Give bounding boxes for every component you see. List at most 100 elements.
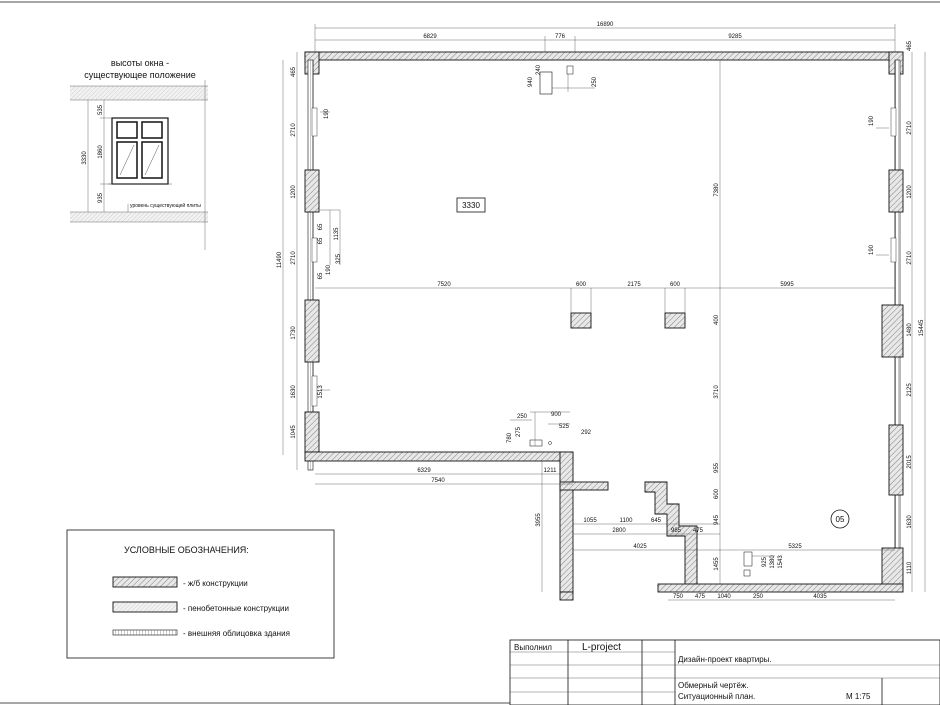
dim-left-small-5: 190 [326, 264, 332, 275]
dim-bot-4: 250 [753, 594, 764, 600]
dim-right-5: 1480 [907, 323, 913, 337]
slab-level-label: уровень существующей плиты [130, 202, 201, 209]
dim-left-6: 1630 [291, 385, 297, 399]
dim-low-4: 1055 [583, 518, 597, 524]
window-elevation-icon [108, 117, 172, 185]
dim-right-9: 1110 [907, 561, 913, 574]
dim-right-small-1: 190 [869, 115, 875, 126]
dim-top-small-2: 240 [536, 64, 542, 75]
legend-title: УСЛОВНЫЕ ОБОЗНАЧЕНИЯ: [124, 545, 249, 555]
legend-swatch-facade [112, 629, 178, 636]
dim-bot-1: 750 [673, 594, 684, 600]
title-drawing-line2: Ситуационный план. [678, 692, 755, 701]
room-number-label: 05 [836, 515, 845, 524]
window-dim-bottom: 935 [98, 192, 104, 203]
dim-vert-8: 3955 [536, 513, 542, 527]
title-scale: М 1:75 [846, 692, 871, 701]
legend-item-foam: - пенобетонные конструкции [183, 604, 289, 613]
dim-low-2: 1211 [544, 468, 558, 474]
dim-left-3: 1200 [291, 185, 297, 199]
dim-low-8: 985 [671, 528, 682, 534]
room-height-box [456, 197, 486, 213]
dim-low-6: 645 [651, 518, 662, 524]
window-detail: высоты окна - существующее положение 333… [70, 58, 208, 250]
window-dim-top: 535 [98, 104, 104, 115]
title-performed-label: Выполнил [514, 643, 552, 652]
dim-low-12: 925 [762, 556, 768, 567]
dim-left-small-3: 65 [318, 237, 324, 244]
legend: УСЛОВНЫЕ ОБОЗНАЧЕНИЯ: - ж/б конструкции … [66, 529, 335, 659]
dim-low-3: 7540 [431, 478, 445, 484]
legend-swatch-foam [112, 601, 178, 613]
pipe-fixture [529, 439, 543, 447]
dim-fix-6: 275 [516, 426, 522, 437]
dim-right-6: 2125 [907, 383, 913, 397]
dim-bot-2: 475 [695, 594, 706, 600]
room-number-marker [830, 509, 850, 529]
dim-right-1: 465 [907, 40, 913, 51]
window-dim-mid: 1860 [98, 145, 104, 159]
dim-left-small-6: 325 [336, 253, 342, 264]
dim-low-11: 5325 [788, 544, 802, 550]
dim-top-total: 16890 [597, 22, 614, 28]
title-project: Дизайн-проект квартиры. [678, 655, 772, 664]
room-height-label: 3330 [462, 201, 480, 210]
dim-low-5: 1100 [620, 518, 634, 524]
dim-vert-1: 7380 [714, 183, 720, 197]
dim-right-8: 1630 [907, 515, 913, 529]
floor-plan: 16890 6829 776 9285 940 240 250 465 2710… [277, 22, 926, 601]
bottom-fixture [743, 551, 753, 567]
dim-fix-4: 292 [581, 430, 592, 436]
window-dim-total: 3330 [82, 151, 88, 165]
dim-right-2: 2710 [907, 121, 913, 135]
dim-left-7: 1045 [291, 425, 297, 439]
dim-fix-1: 250 [517, 414, 528, 420]
dim-left-small-1: 190 [324, 108, 330, 119]
dim-left-small-8: 1513 [318, 385, 324, 399]
dim-left-small-4: 1135 [334, 227, 340, 241]
title-company: L-project [582, 642, 621, 653]
dim-top-small-1: 940 [528, 76, 534, 87]
title-block: Выполнил L-project Дизайн-проект квартир… [509, 639, 940, 705]
dim-right-3: 1200 [907, 185, 913, 199]
dim-right-4: 2710 [907, 251, 913, 265]
dim-left-total: 11490 [277, 251, 283, 268]
window-detail-title-2: существующее положение [84, 70, 196, 80]
dim-left-small-2: 65 [318, 223, 324, 230]
dim-left-1: 465 [291, 66, 297, 77]
dim-top-left: 6829 [423, 34, 437, 40]
window-detail-title-1: высоты окна - [111, 58, 169, 68]
dim-fix-2: 900 [551, 412, 562, 418]
dim-vert-2: 400 [714, 314, 720, 325]
dim-low-9: 475 [693, 528, 704, 534]
dim-left-5: 1730 [291, 326, 297, 340]
dim-vert-4: 955 [714, 462, 720, 473]
dim-col-4: 600 [670, 282, 681, 288]
legend-item-facade: - внешняя облицовка здания [183, 629, 290, 638]
dim-low-1: 6329 [417, 468, 431, 474]
dim-fix-3: 525 [559, 424, 570, 430]
dim-vert-3: 3710 [714, 385, 720, 399]
dim-vert-5: 600 [714, 488, 720, 499]
dim-right-small-2: 190 [869, 244, 875, 255]
dim-right-7: 2015 [907, 455, 913, 469]
dim-vert-6: 945 [714, 514, 720, 525]
dim-left-2: 2710 [291, 123, 297, 137]
dim-top-mid: 776 [555, 34, 566, 40]
legend-swatch-concrete [112, 576, 178, 588]
column-2 [664, 312, 686, 329]
dim-top-small-3: 250 [592, 76, 598, 87]
dim-low-13: 1380 [770, 555, 776, 569]
dim-low-14: 1543 [778, 555, 784, 569]
dim-bot-3: 1040 [717, 594, 731, 600]
dim-low-7: 2800 [612, 528, 626, 534]
dim-right-total: 15445 [919, 319, 925, 336]
column-1 [570, 312, 592, 329]
dim-col-5: 5995 [780, 282, 794, 288]
dim-col-1: 7520 [437, 282, 451, 288]
dim-vert-7: 1455 [714, 557, 720, 571]
legend-item-concrete: - ж/б конструкции [183, 579, 248, 588]
dim-fix-5: 780 [507, 432, 513, 443]
dim-col-3: 2175 [627, 282, 641, 288]
dim-left-4: 2710 [291, 251, 297, 265]
